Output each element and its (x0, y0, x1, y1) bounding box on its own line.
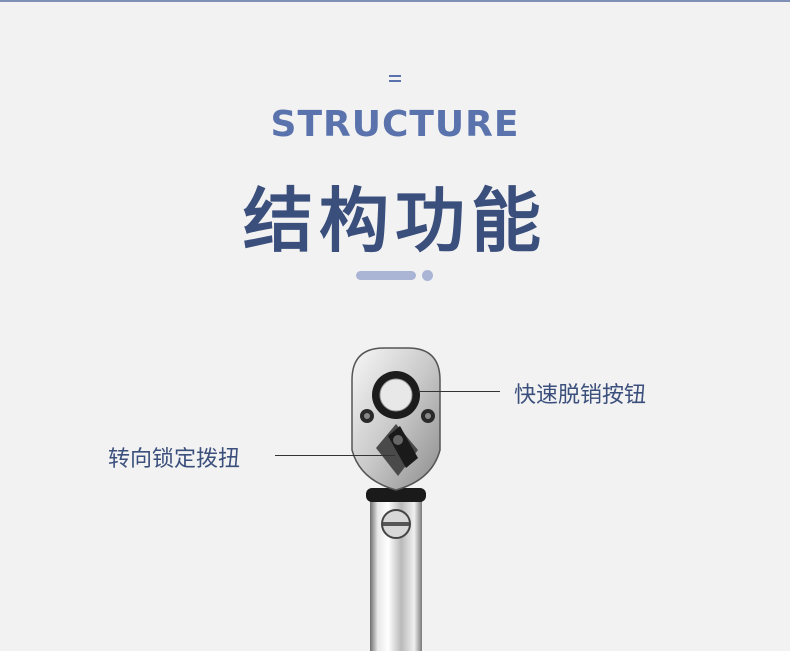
wrench-ring (366, 488, 426, 502)
menu-mark-icon (389, 75, 401, 82)
callout-label-quick-release: 快速脱销按钮 (514, 383, 647, 408)
quick-release-button (379, 378, 413, 412)
callout-label-direction-lock: 转向锁定拨扭 (108, 447, 241, 472)
decoration-pill (356, 271, 416, 280)
torque-wrench-illustration (351, 347, 441, 651)
callout-line-direction-lock (275, 455, 395, 456)
top-border-line (0, 0, 790, 2)
section-title: 结构功能 (243, 180, 547, 262)
callout-line-quick-release (418, 391, 500, 392)
decoration-dot (422, 270, 433, 281)
section-subtitle: STRUCTURE (270, 104, 520, 145)
